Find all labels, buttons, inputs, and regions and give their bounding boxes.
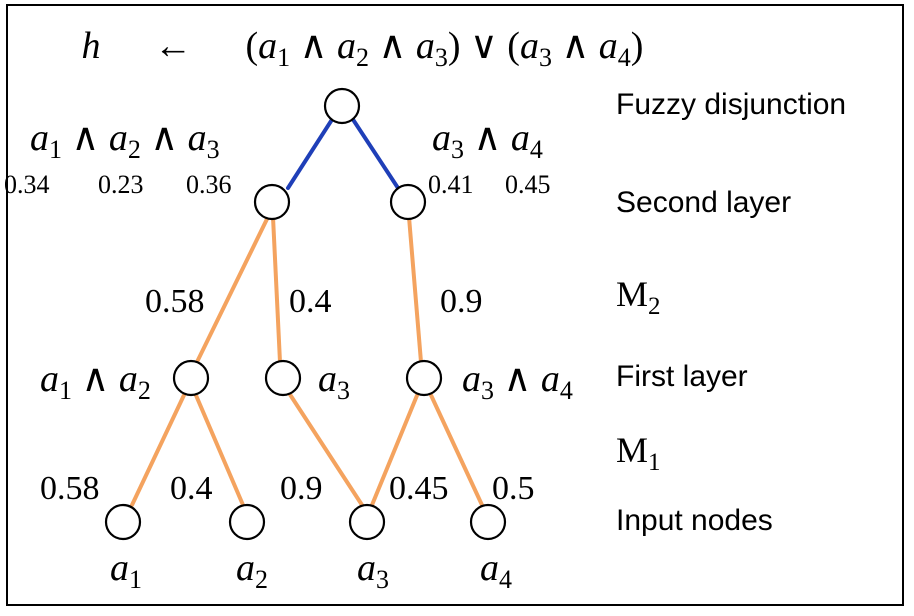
m1-edge-3	[287, 391, 364, 507]
m1-edge-4	[370, 391, 420, 507]
label-input-nodes: Input nodes	[616, 504, 773, 537]
second-layer-right-weight-2: 0.45	[505, 170, 551, 199]
diagram-frame	[6, 4, 904, 606]
label-fuzzy-disjunction: Fuzzy disjunction	[616, 88, 846, 121]
m2-edge-2	[271, 215, 282, 364]
second-layer-left-weight-2: 0.23	[98, 170, 144, 199]
second-layer-left-clause: a1 ∧ a2 ∧ a3	[30, 117, 220, 164]
m1-edge-5	[428, 391, 484, 507]
m2-edge-3	[407, 215, 423, 364]
disjunction-edge-right	[350, 116, 400, 190]
input-label-1: a1	[110, 547, 142, 594]
rule-formula: h ← (a1 ∧ a2 ∧ a3) ∨ (a3 ∧ a4)	[34, 25, 672, 72]
m1-weight-5: 0.5	[492, 470, 535, 507]
second-layer-node-left	[253, 183, 291, 221]
second-layer-left-weight-1: 0.34	[4, 170, 50, 199]
first-layer-label-1: a1 ∧ a2	[40, 358, 151, 405]
label-m1: M1	[616, 430, 661, 476]
m2-weight-3: 0.9	[440, 283, 483, 320]
input-node-3	[348, 503, 386, 541]
label-first-layer: First layer	[616, 360, 748, 393]
label-m2: M2	[616, 274, 661, 320]
first-layer-node-1	[172, 359, 210, 397]
m1-weight-3: 0.9	[280, 470, 323, 507]
first-layer-label-2: a3	[318, 358, 350, 405]
first-layer-node-2	[264, 359, 302, 397]
first-layer-node-3	[405, 359, 443, 397]
m1-edge-2	[193, 391, 245, 507]
input-label-3: a3	[357, 547, 389, 594]
input-node-4	[469, 503, 507, 541]
second-layer-right-clause: a3 ∧ a4	[432, 117, 543, 164]
second-layer-right-weight-1: 0.41	[428, 170, 474, 199]
disjunction-edge-left	[286, 116, 335, 190]
m2-weight-2: 0.4	[289, 283, 332, 320]
m1-weight-2: 0.4	[170, 470, 213, 507]
m1-weight-4: 0.45	[389, 470, 449, 507]
disjunction-node	[323, 87, 361, 125]
m2-edge-1	[195, 215, 270, 364]
input-label-2: a2	[236, 547, 268, 594]
second-layer-node-right	[389, 183, 427, 221]
m1-edge-1	[130, 391, 187, 507]
input-node-1	[104, 503, 142, 541]
second-layer-left-weight-3: 0.36	[186, 170, 232, 199]
m1-weight-1: 0.58	[40, 470, 100, 507]
input-node-2	[228, 503, 266, 541]
label-second-layer: Second layer	[616, 186, 791, 219]
m2-weight-1: 0.58	[145, 283, 205, 320]
first-layer-label-3: a3 ∧ a4	[462, 358, 573, 405]
input-label-4: a4	[480, 547, 512, 594]
